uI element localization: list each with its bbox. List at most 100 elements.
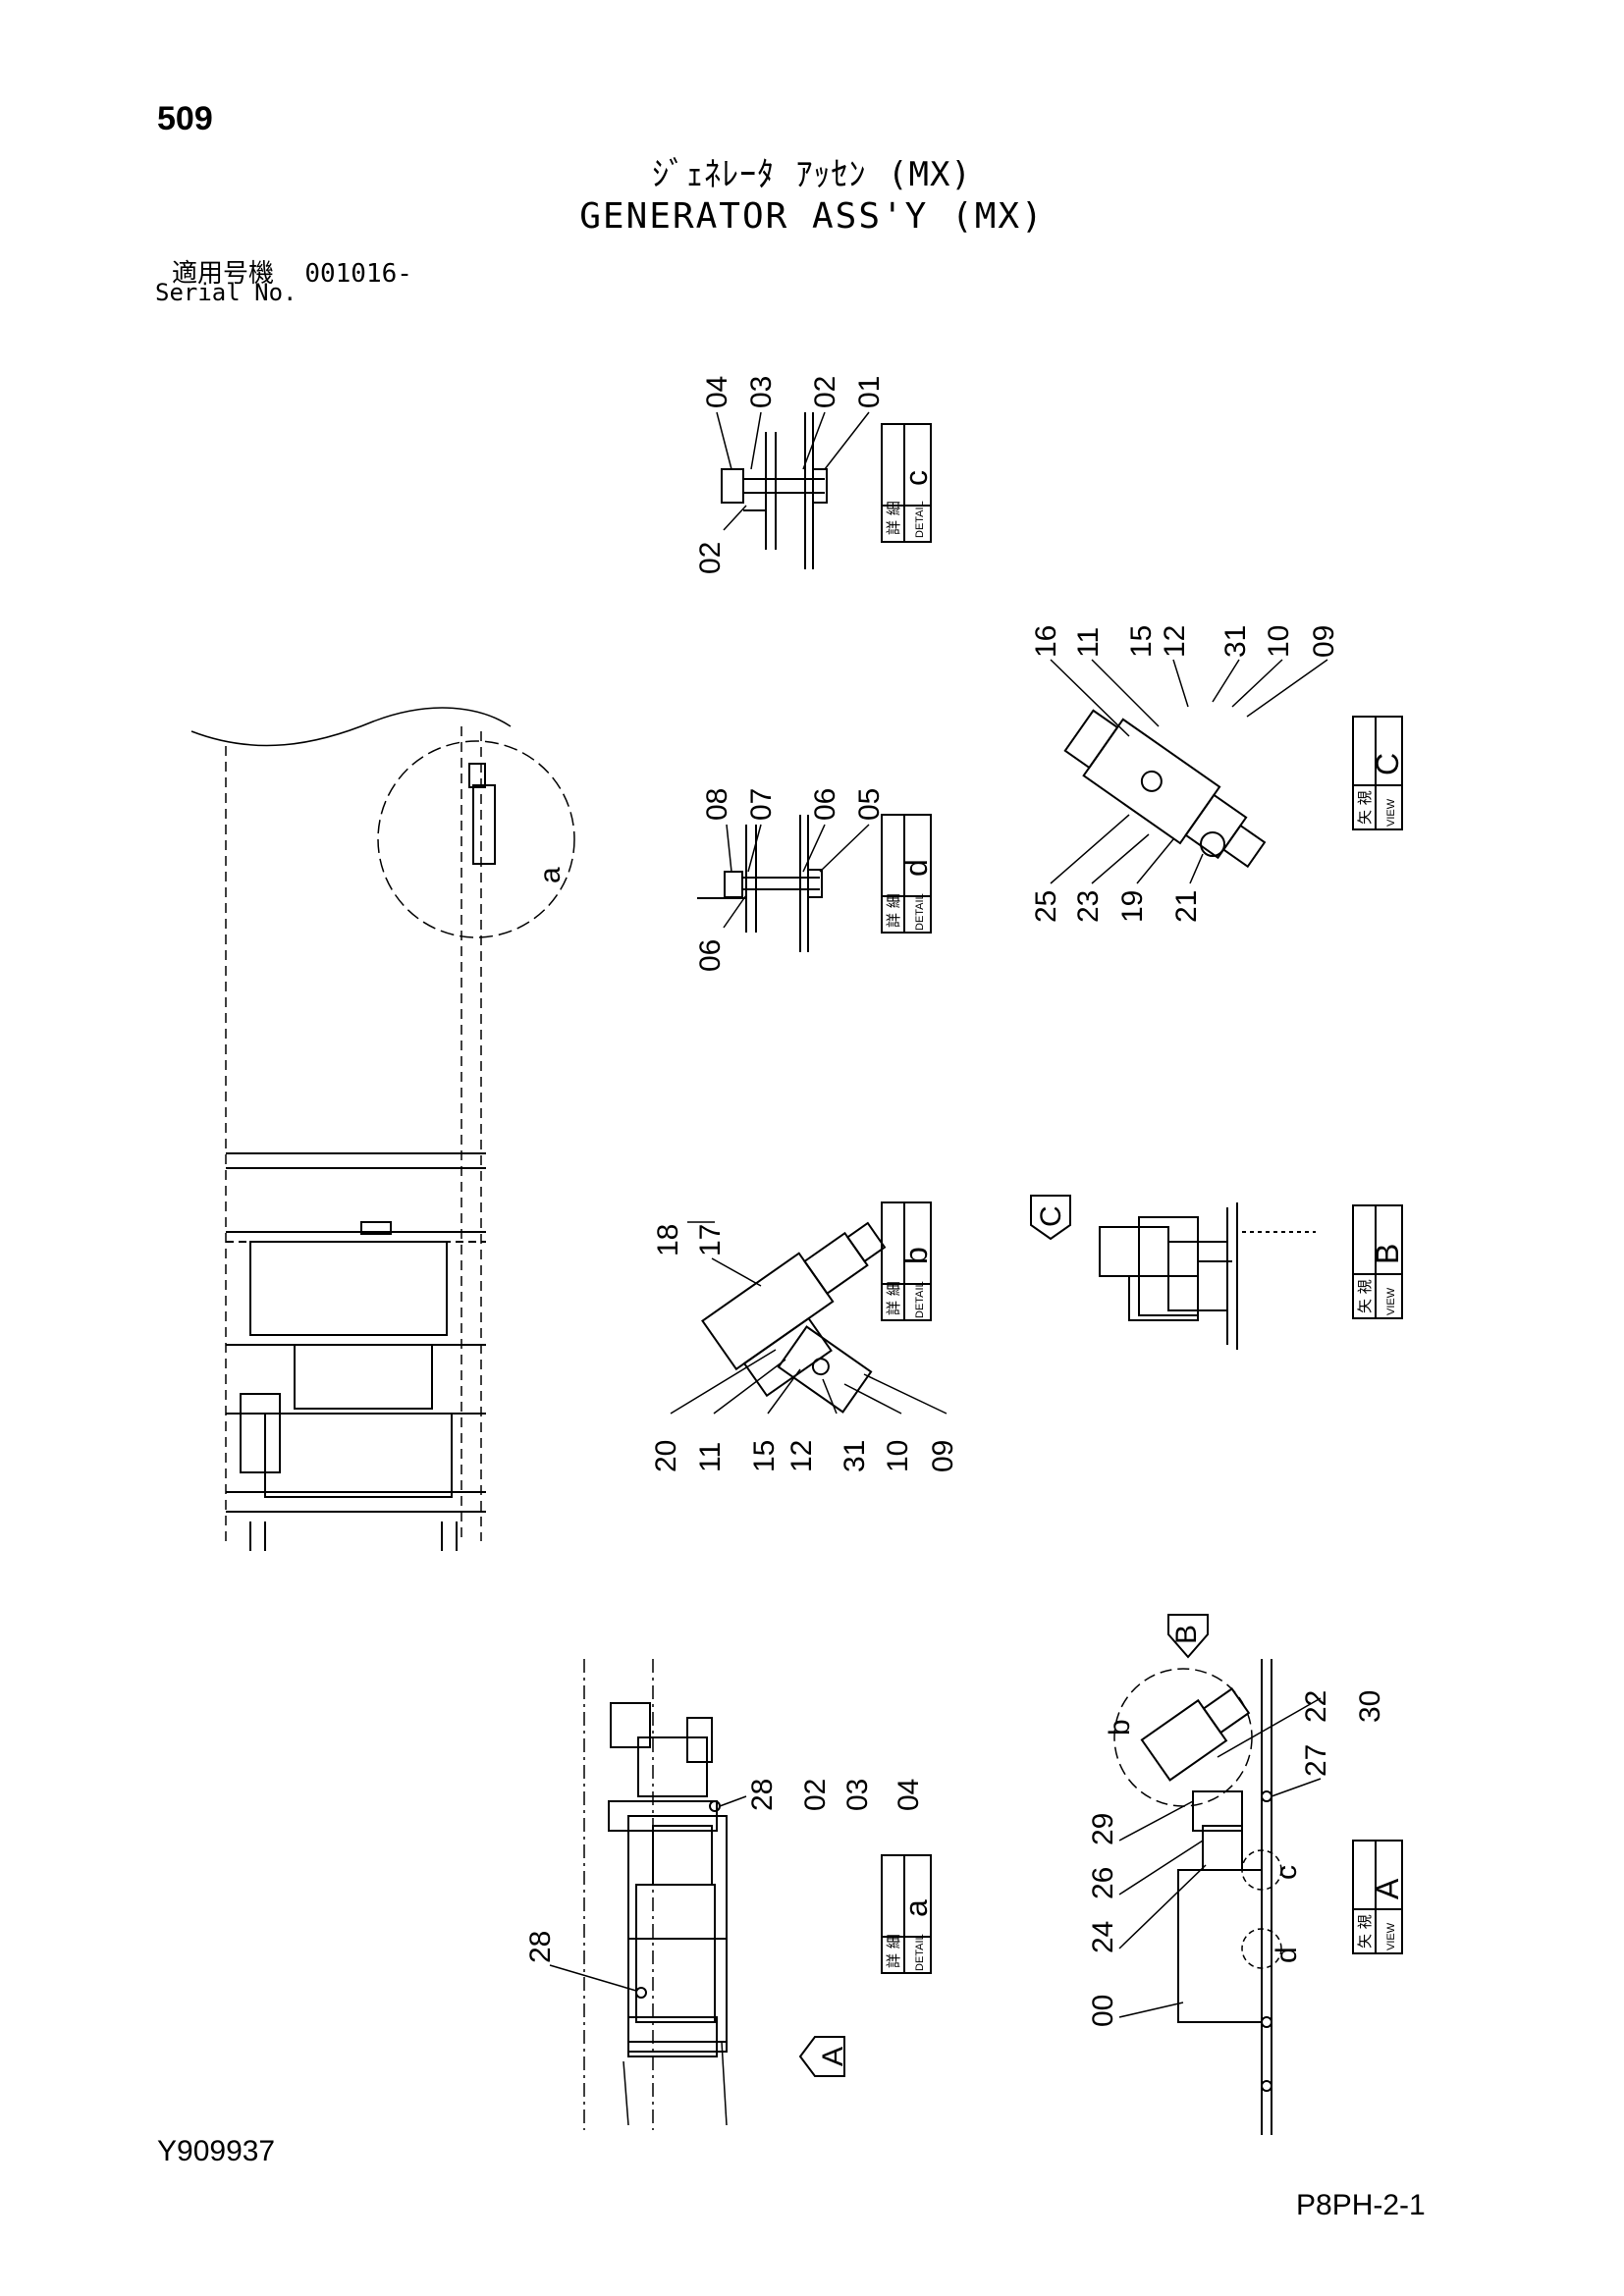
detail-b-letter: b [898,1247,934,1264]
detail-b-body [701,1252,835,1371]
overview-bracket [240,1393,281,1473]
callout-c-circle [1241,1849,1282,1891]
view-a-arrow-letter: A [817,2047,849,2066]
part-number: 18 [652,1224,684,1256]
leader-line [1172,659,1189,708]
part-number: 23 [1072,890,1105,923]
serial-label-jp: 適用号機 [172,259,275,289]
part-number: 02 [809,376,841,408]
detail-c-bolt-head [721,468,744,504]
detail-d-nut [807,869,823,898]
view-a-box [1352,1840,1403,1954]
part-number: 31 [1219,625,1252,658]
detail-a-base [627,2016,718,2057]
part-number: 19 [1116,890,1149,923]
leader-line [1050,814,1130,884]
part-number: 02 [799,1779,832,1811]
detail-b-group: 詳 細 DETAIL b 18 17 20 11 15 12 31 10 09 [650,1201,959,1472]
view-a-coupling [1202,1825,1243,1871]
view-a-valve-body [1140,1698,1228,1782]
view-c-box [1352,716,1403,830]
view-b-arrow [1167,1614,1209,1659]
leader-line [802,824,826,873]
detail-b-connector [845,1221,887,1263]
part-number: 10 [1263,625,1295,658]
leader-line [713,1359,786,1415]
view-a-letter: A [1370,1878,1405,1899]
leader-line [716,411,732,470]
view-c-fitting [1184,793,1248,860]
part-number: 09 [927,1440,959,1472]
part-number: 29 [1087,1813,1119,1845]
view-b-box [1352,1204,1403,1319]
detail-b-fitting-body [777,1325,873,1414]
part-number: 08 [701,788,733,821]
view-c-group: 矢 視 VIEW C 16 11 15 12 31 10 09 25 23 19… [1030,625,1405,923]
part-number: 30 [1354,1690,1386,1723]
leader-line [802,411,826,470]
leader-line [863,1373,947,1415]
detail-a-generator [635,1884,716,2023]
part-number: 02 [694,542,727,574]
callout-c-letter: c [1271,1865,1303,1880]
leader-line [767,1368,801,1415]
view-a-jp: 矢 視 [1356,1914,1374,1949]
detail-c-jp: 詳 細 [885,501,902,535]
part-number: 00 [1087,1995,1119,2027]
leader-line [819,824,870,873]
part-number: 17 [694,1224,727,1256]
part-number: 20 [650,1440,682,1472]
part-number: 31 [839,1440,871,1472]
detail-a-coupling [652,1825,713,1886]
view-a-bolt [1261,1790,1272,1802]
detail-b-fitting [777,1325,873,1414]
detail-a-bolt [635,1987,647,1999]
leader-line [1091,833,1150,884]
part-number: 28 [524,1931,557,1963]
detail-b-valve [701,1221,887,1398]
leader-line [824,411,870,470]
leader-line [1136,838,1174,884]
leader-line [1212,659,1240,703]
detail-b-jp: 詳 細 [885,1281,902,1315]
view-c-eye [1200,831,1225,857]
part-number: 09 [1308,625,1340,658]
overview-plate [360,1221,392,1235]
leader-line [1118,2002,1184,2018]
leader-line [750,411,762,470]
view-a-valve [1140,1687,1251,1782]
detail-a-fitting [686,1717,713,1763]
view-a-bolt [1261,2016,1272,2028]
part-number: 10 [882,1440,914,1472]
view-c-letter: C [1370,753,1405,775]
part-number: 11 [1072,627,1105,658]
detail-d-bolt-head [724,871,743,898]
page-code: P8PH-2-1 [1296,2189,1426,2221]
view-c-port [1140,770,1163,792]
callout-a-circle [377,740,575,938]
view-b-arrow-letter: B [1170,1625,1203,1644]
detail-a-bolt [709,1800,721,1812]
part-number: 26 [1087,1867,1119,1899]
leader-line [822,1378,838,1415]
view-c-body [1082,718,1221,845]
part-number: 21 [1170,890,1203,923]
overview-frame [264,1413,453,1498]
part-number: 24 [1087,1921,1119,1953]
part-number: 01 [853,376,886,408]
part-number: 04 [893,1779,925,1811]
view-c-fitting [1221,824,1267,869]
view-b-letter: B [1370,1244,1405,1264]
detail-c-group: 詳 細 DETAIL c 04 03 02 01 02 [694,376,934,574]
detail-b-port [811,1358,830,1376]
leader-line [723,505,747,531]
detail-a-letter: a [898,1899,934,1917]
leader-line [1118,1800,1194,1842]
detail-a-line [623,2060,629,2126]
detail-c-nut [812,468,828,504]
view-c-arrow-letter: C [1035,1205,1067,1227]
detail-a-box [881,1854,932,1974]
title-japanese: ｼﾞｪﾈﾚｰﾀ ｱｯｾﾝ (MX) [652,155,972,194]
part-number: 06 [694,939,727,972]
view-b-body [1138,1216,1199,1316]
